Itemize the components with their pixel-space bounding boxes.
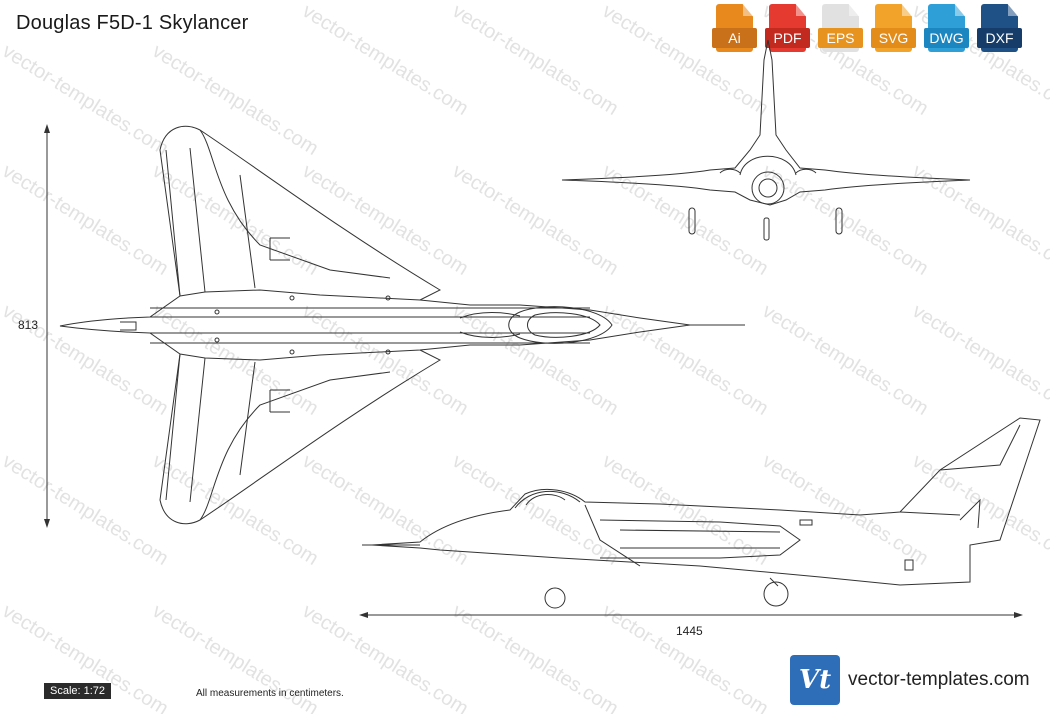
front-view [561,39,971,241]
page-title: Douglas F5D-1 Skylancer [16,12,249,34]
format-label: PDF [765,28,810,48]
format-pdf-button[interactable]: PDF [765,4,810,52]
side-view [362,417,1041,609]
format-ai-button[interactable]: Ai [712,4,757,52]
format-svg-button[interactable]: SVG [871,4,916,52]
top-view [59,125,745,525]
format-downloads: Ai PDF EPS SVG DWG DXF [712,4,1022,52]
format-dwg-button[interactable]: DWG [924,4,969,52]
brand-link[interactable]: Vt vector-templates.com [790,655,1030,705]
format-label: DWG [924,28,969,48]
brand-logo: Vt [790,655,840,705]
span-dimension-line [44,124,50,528]
format-label: SVG [871,28,916,48]
span-dimension-label: 813 [18,318,39,332]
scale-badge: Scale: 1:72 [44,683,112,699]
brand-name: vector-templates.com [848,669,1030,690]
format-label: Ai [712,28,757,48]
length-dimension-label: 1445 [676,624,703,638]
length-dimension-line [359,612,1023,618]
format-eps-button[interactable]: EPS [818,4,863,52]
format-label: EPS [818,28,863,48]
format-label: DXF [977,28,1022,48]
format-dxf-button[interactable]: DXF [977,4,1022,52]
units-note: All measurements in centimeters. [196,688,344,699]
